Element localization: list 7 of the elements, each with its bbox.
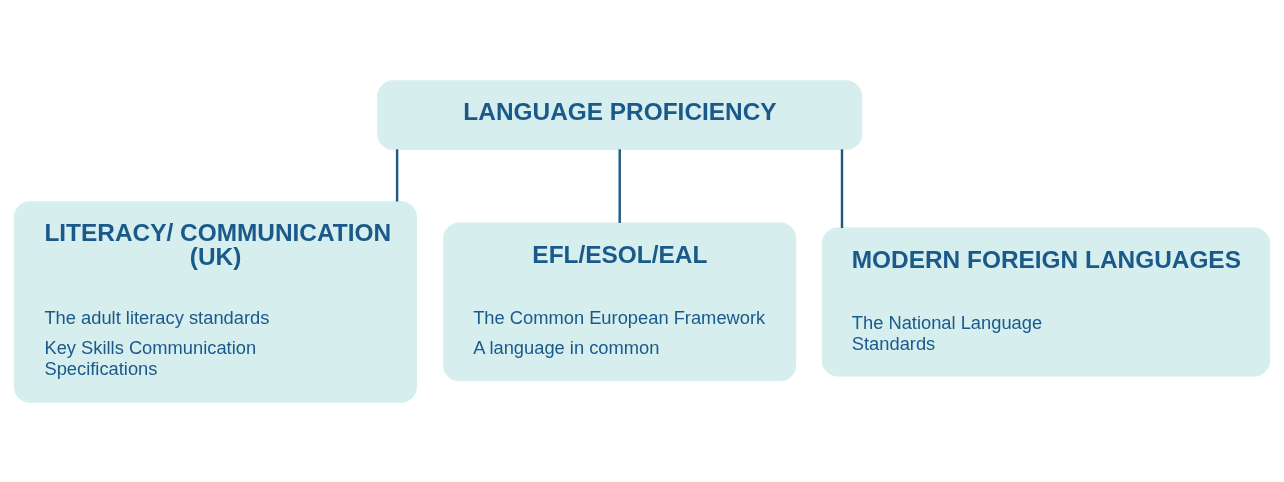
connector [395, 148, 399, 201]
node-box: LANGUAGE PROFICIENCY [377, 79, 863, 150]
node-box: MODERN FOREIGN LANGUAGES The National Language Standards [821, 226, 1271, 376]
connector [840, 148, 844, 228]
node-box: LITERACY/ COMMUNICATION (UK) The adult literacy standards Key Skills Communication Specifications [13, 200, 417, 403]
node-box: EFL/ESOL/EAL The Common European Framework A language in common [443, 222, 797, 381]
connector [618, 148, 621, 223]
